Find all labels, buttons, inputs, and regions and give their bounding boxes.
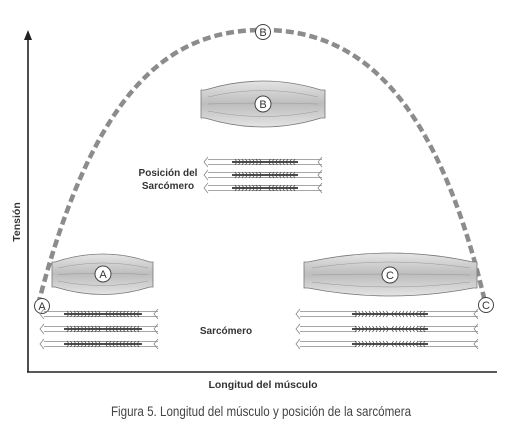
z-line — [295, 308, 301, 350]
z-line — [39, 308, 45, 350]
position-label-line1: Posición del — [139, 168, 198, 179]
position-label-line2: Sarcómero — [142, 181, 194, 192]
cross-bridges — [66, 325, 140, 333]
y-axis-label: Tensión — [11, 202, 23, 241]
marker-c-label: C — [482, 300, 490, 312]
z-line — [317, 156, 323, 194]
muscle-b-marker-circle-icon — [254, 95, 272, 113]
muscle-a: A — [51, 253, 154, 295]
cross-bridges — [66, 340, 140, 348]
cross-bridges — [354, 310, 426, 318]
marker-a-label: A — [38, 301, 46, 313]
z-line — [203, 156, 209, 194]
muscle-b-marker-label: B — [259, 99, 266, 111]
cross-bridges — [354, 340, 426, 348]
sarcomere-label: Sarcómero — [200, 326, 252, 337]
marker-b-label: B — [259, 27, 266, 39]
sarcomere-b — [203, 156, 323, 194]
marker-a-circle-icon — [34, 298, 50, 314]
marker-c: C — [478, 297, 494, 313]
marker-b: B — [255, 24, 271, 40]
x-axis-label: Longitud del músculo — [208, 379, 317, 391]
z-line — [153, 308, 159, 350]
y-axis-arrow-icon — [24, 30, 32, 40]
cross-bridges — [234, 184, 296, 192]
marker-a: A — [34, 298, 50, 314]
cross-bridges — [66, 310, 140, 318]
cross-bridges — [234, 158, 296, 166]
muscle-a-marker-circle-icon — [94, 265, 112, 283]
muscle-b: B — [200, 80, 326, 128]
marker-c-circle-icon — [478, 297, 494, 313]
muscle-c: C — [303, 252, 478, 297]
axes — [24, 30, 497, 373]
muscle-c-marker-label: C — [386, 270, 394, 282]
figure-caption: Figura 5. Longitud del músculo y posició… — [110, 404, 412, 419]
z-line — [473, 308, 479, 350]
cross-bridges — [354, 325, 426, 333]
sarcomere-a — [39, 308, 159, 350]
muscle-c-marker-circle-icon — [381, 266, 399, 284]
muscle-a-marker-label: A — [99, 269, 107, 281]
sarcomere-c — [295, 308, 479, 350]
cross-bridges — [234, 171, 296, 179]
marker-b-circle-icon — [255, 24, 271, 40]
